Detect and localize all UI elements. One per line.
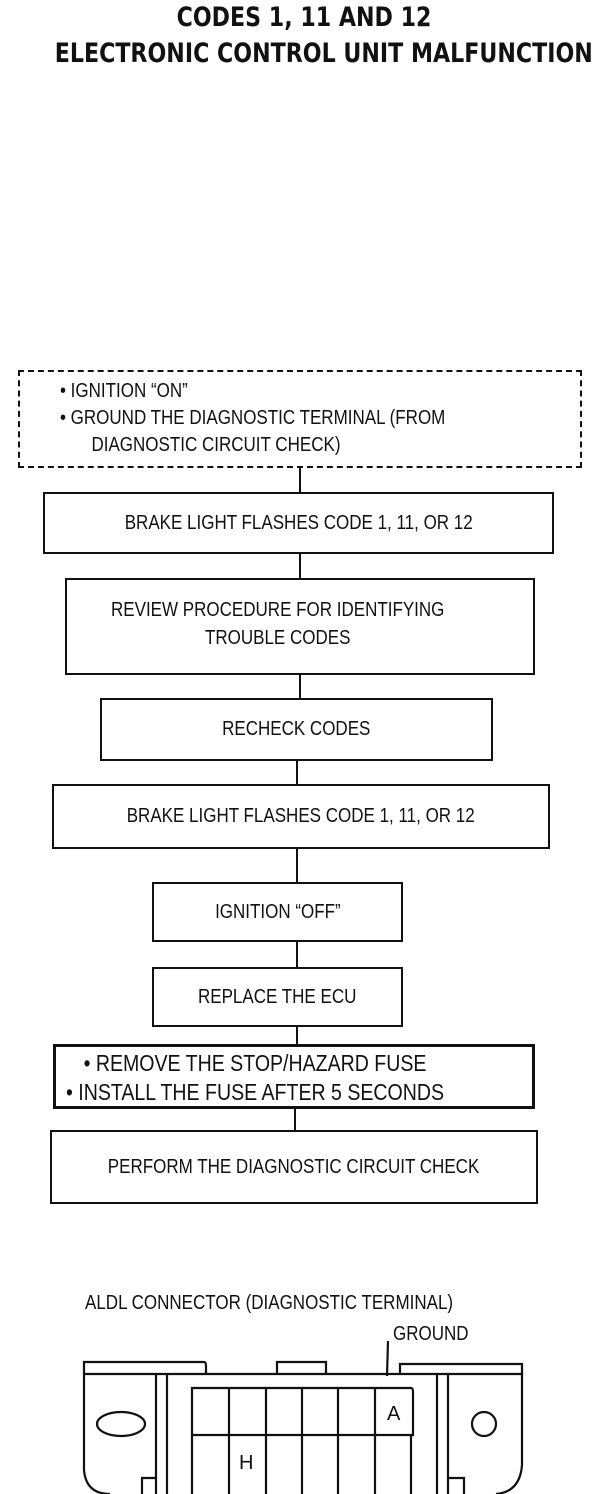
center-top-tab xyxy=(275,1360,328,1374)
left-top-tab xyxy=(82,1360,208,1374)
step-perform-diagnostic-check: PERFORM THE DIAGNOSTIC CIRCUIT CHECK xyxy=(50,1130,538,1204)
start-condition-ground-terminal: • GROUND THE DIAGNOSTIC TERMINAL (FROM xyxy=(60,407,446,429)
terminal-grid xyxy=(190,1386,415,1494)
connector-line xyxy=(296,761,298,785)
connector-line xyxy=(296,1027,298,1045)
right-top-tab xyxy=(398,1362,524,1374)
start-condition-ignition-on: • IGNITION “ON” xyxy=(60,380,188,402)
step-brake-light-flashes-2: BRAKE LIGHT FLASHES CODE 1, 11, OR 12 xyxy=(52,784,550,849)
connector-line xyxy=(296,942,298,968)
step-review-procedure: REVIEW PROCEDURE FOR IDENTIFYING TROUBLE… xyxy=(65,578,535,675)
start-condition-ground-terminal-cont: DIAGNOSTIC CIRCUIT CHECK) xyxy=(91,434,341,456)
step-text: TROUBLE CODES xyxy=(204,627,351,649)
connector-line xyxy=(294,1109,296,1131)
step-recheck-codes: RECHECK CODES xyxy=(100,698,493,761)
step-text: • INSTALL THE FUSE AFTER 5 SECONDS xyxy=(66,1079,445,1105)
connector-line xyxy=(299,675,301,699)
title-line-2: ELECTRONIC CONTROL UNIT MALFUNCTION xyxy=(54,38,593,69)
step-remove-fuse: • REMOVE THE STOP/HAZARD FUSE • INSTALL … xyxy=(53,1044,535,1109)
step-text: • REMOVE THE STOP/HAZARD FUSE xyxy=(83,1050,427,1076)
step-text: IGNITION “OFF” xyxy=(214,900,341,923)
connector-line xyxy=(299,468,301,493)
connector-line xyxy=(296,849,298,883)
terminal-a-label: A xyxy=(387,1403,401,1425)
left-mounting-hole xyxy=(95,1410,147,1438)
connector-body xyxy=(82,1372,524,1494)
step-text: REPLACE THE ECU xyxy=(198,985,357,1008)
step-text: RECHECK CODES xyxy=(222,718,371,740)
connector-caption: ALDL CONNECTOR (DIAGNOSTIC TERMINAL) xyxy=(85,1292,454,1314)
step-ignition-off: IGNITION “OFF” xyxy=(152,882,403,942)
terminal-h-label: H xyxy=(239,1452,254,1474)
title-line-1: CODES 1, 11 AND 12 xyxy=(176,2,432,33)
ground-label: GROUND xyxy=(393,1323,469,1345)
step-text: PERFORM THE DIAGNOSTIC CIRCUIT CHECK xyxy=(108,1155,480,1178)
step-replace-ecu: REPLACE THE ECU xyxy=(152,967,403,1027)
connector-line xyxy=(299,554,301,579)
step-brake-light-flashes-1: BRAKE LIGHT FLASHES CODE 1, 11, OR 12 xyxy=(43,492,554,554)
step-text: BRAKE LIGHT FLASHES CODE 1, 11, OR 12 xyxy=(127,805,475,827)
start-conditions-box: • IGNITION “ON” • GROUND THE DIAGNOSTIC … xyxy=(18,370,582,468)
step-text: REVIEW PROCEDURE FOR IDENTIFYING xyxy=(111,599,445,621)
ground-leader-line xyxy=(385,1340,390,1377)
right-mounting-hole xyxy=(470,1410,498,1438)
step-text: BRAKE LIGHT FLASHES CODE 1, 11, OR 12 xyxy=(124,511,473,534)
